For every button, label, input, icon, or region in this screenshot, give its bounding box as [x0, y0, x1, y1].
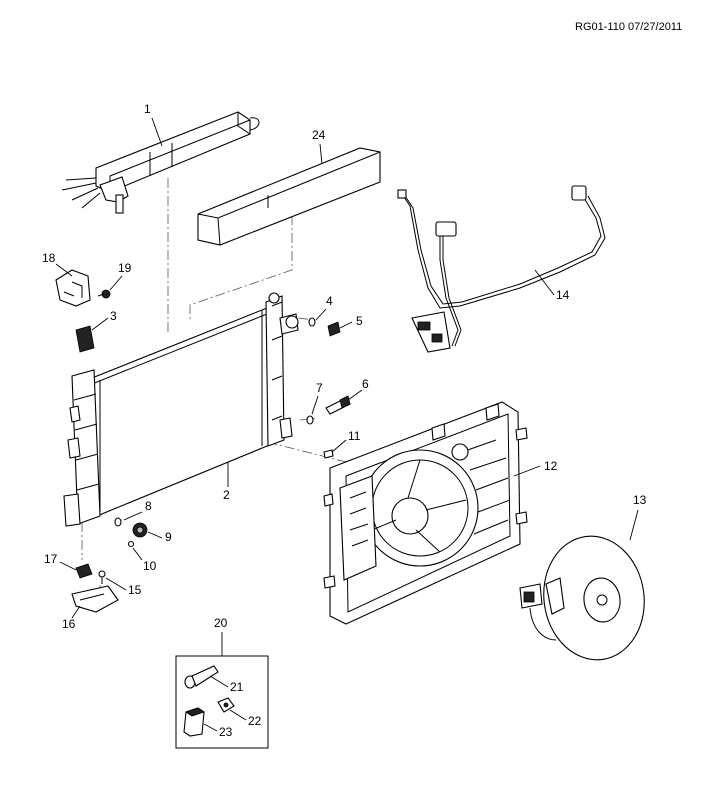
callout-6: 6 — [362, 377, 369, 391]
fan-shroud-part — [323, 401, 528, 625]
leader-12 — [513, 465, 541, 477]
callout-7: 7 — [316, 381, 323, 395]
callout-18: 18 — [42, 251, 56, 265]
leader-17 — [59, 561, 77, 571]
leader-18 — [55, 263, 73, 277]
callout-5: 5 — [356, 314, 363, 328]
upper-bracket-part — [55, 269, 91, 307]
callout-2: 2 — [223, 488, 230, 502]
drain-seal-and-cap-parts — [308, 317, 341, 337]
leader-11 — [331, 439, 347, 453]
leader-23 — [203, 723, 218, 732]
kit-nut-part — [217, 697, 235, 713]
callout-19: 19 — [118, 261, 132, 275]
callout-16: 16 — [62, 617, 76, 631]
callout-13: 13 — [633, 493, 647, 507]
callout-4: 4 — [326, 294, 333, 308]
callout-11: 11 — [348, 429, 361, 443]
leader-19 — [109, 275, 123, 291]
leader-5 — [339, 321, 353, 329]
leader-22 — [229, 709, 247, 721]
callout-8: 8 — [145, 499, 152, 513]
radiator-part — [63, 292, 299, 527]
leader-24 — [319, 143, 323, 165]
leader-21 — [209, 675, 229, 688]
leader-8 — [123, 511, 143, 521]
kit-bolt-part — [184, 665, 219, 689]
callout-22: 22 — [248, 714, 262, 728]
callout-3: 3 — [110, 309, 117, 323]
leader-3 — [91, 317, 109, 331]
diagram-reference-code: RG01-110 07/27/2011 — [575, 21, 682, 33]
cooling-fan-part — [519, 535, 645, 661]
callout-9: 9 — [165, 530, 172, 544]
callout-15: 15 — [128, 583, 142, 597]
wiring-harness-part — [397, 185, 606, 353]
leader-6 — [347, 389, 363, 401]
callout-23: 23 — [219, 725, 233, 739]
leader-10 — [132, 547, 143, 561]
drain-cock-parts — [306, 395, 351, 425]
bolt-part — [97, 289, 111, 299]
callout-14: 14 — [556, 288, 570, 302]
leader-16 — [71, 605, 81, 619]
callout-10: 10 — [143, 559, 157, 573]
leader-14 — [534, 269, 555, 296]
callout-1: 1 — [144, 102, 151, 116]
leader-9 — [147, 531, 163, 539]
upper-insulator-part — [75, 325, 95, 353]
callout-20: 20 — [214, 616, 228, 630]
leader-15 — [105, 577, 127, 591]
callout-24: 24 — [312, 128, 326, 142]
lower-fittings-parts — [114, 517, 148, 548]
kit-insulator-part — [183, 707, 205, 737]
callout-17: 17 — [44, 552, 58, 566]
hardware-kit-box — [175, 655, 269, 749]
oil-cooler-part — [61, 111, 260, 214]
rivet-part — [323, 449, 334, 459]
lower-bracket-parts — [71, 563, 119, 613]
leader-4 — [315, 308, 327, 321]
callout-21: 21 — [230, 680, 244, 694]
leader-7 — [311, 395, 319, 415]
leader-1 — [151, 117, 163, 147]
insulator-part — [197, 147, 381, 246]
callout-12: 12 — [544, 459, 558, 473]
leader-13 — [629, 509, 639, 541]
